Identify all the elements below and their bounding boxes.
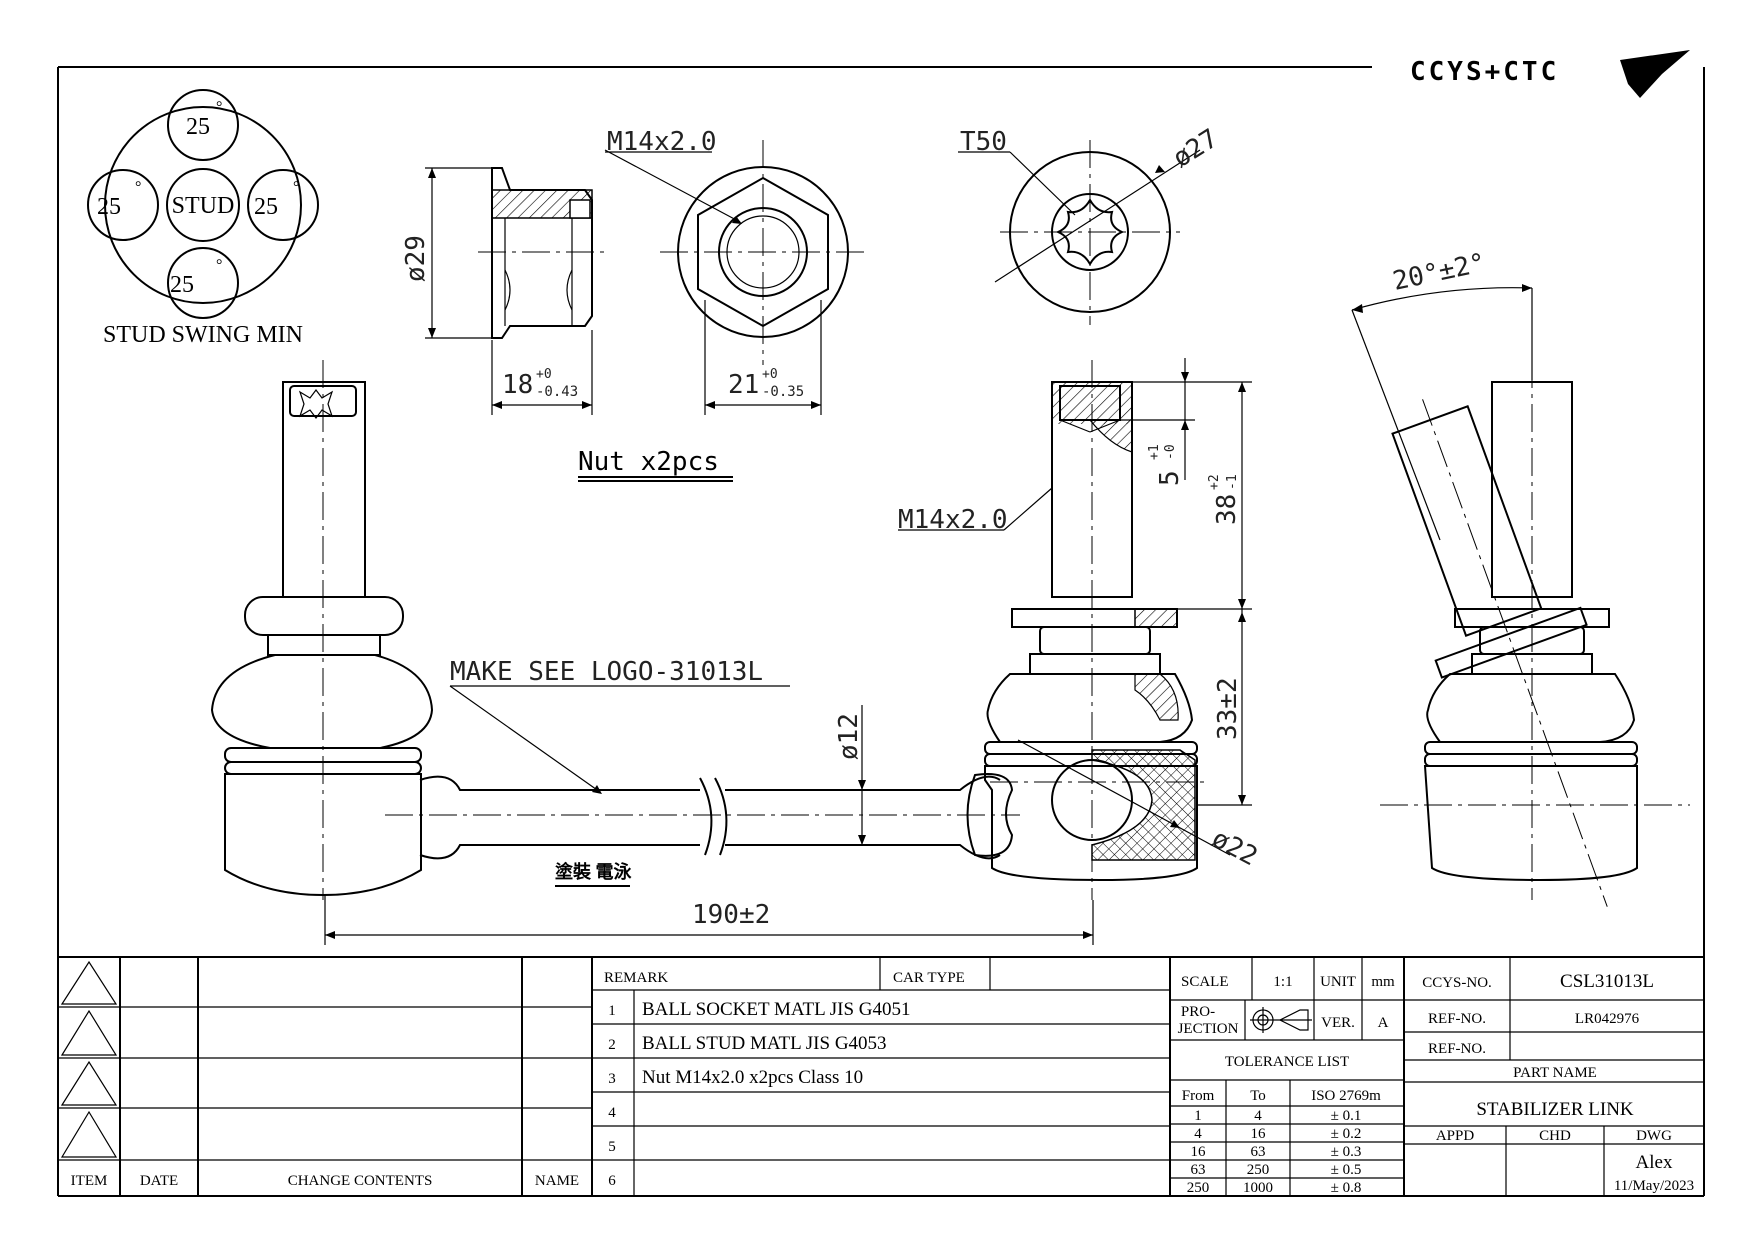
remark-text-3: Nut M14x2.0 x2pcs Class 10: [642, 1067, 863, 1088]
projection-label-2: JECTION: [1178, 1021, 1239, 1037]
nut-flat-tol-up: +0: [762, 367, 778, 382]
nut-width-tol-dn: -0.43: [536, 384, 578, 400]
tol-row-3-iso: ± 0.3: [1331, 1144, 1362, 1160]
nut-width-main: 18: [502, 370, 533, 400]
tol-header-iso: ISO 2769m: [1311, 1088, 1381, 1104]
nut-flat-main: 21: [728, 370, 759, 400]
tol-row-1-from: 1: [1194, 1108, 1202, 1124]
socket-depth-tol-dn: -0: [1163, 444, 1178, 460]
logo-text: CCYS+CTC: [1410, 57, 1559, 87]
tol-row-2-iso: ± 0.2: [1331, 1126, 1362, 1142]
tol-row-5-iso: ± 0.8: [1331, 1180, 1362, 1196]
remark-no-2: 2: [608, 1037, 616, 1053]
remark-no-3: 3: [608, 1071, 616, 1087]
ccys-no-label: CCYS-NO.: [1422, 975, 1492, 991]
torx-end-view: T50 ø27: [958, 124, 1224, 325]
ccys-no-value: CSL31013L: [1560, 971, 1654, 992]
tol-row-3-to: 63: [1251, 1144, 1266, 1160]
nut-width-tol-up: +0: [536, 367, 552, 382]
swing-value-top: 25: [186, 114, 210, 140]
projection-symbol-icon: [1250, 1007, 1312, 1033]
ball-diameter-label: ø22: [1207, 824, 1263, 873]
stud-length-main: 38: [1212, 494, 1242, 525]
remark-no-4: 4: [608, 1105, 616, 1121]
tol-row-3-from: 16: [1191, 1144, 1207, 1160]
tol-header-to: To: [1250, 1088, 1266, 1104]
stud-length-tol-dn: -1: [1225, 474, 1240, 490]
scale-value: 1:1: [1273, 974, 1292, 990]
swing-degree-top: °: [216, 99, 222, 116]
tol-row-4-from: 63: [1191, 1162, 1206, 1178]
tolerance-rows: 1 4 ± 0.1 4 16 ± 0.2 16 63 ± 0.3 63 250 …: [1187, 1108, 1362, 1196]
tol-row-2-to: 16: [1251, 1126, 1267, 1142]
drawing-date: 11/May/2023: [1614, 1178, 1694, 1194]
ref-no-label: REF-NO.: [1428, 1011, 1486, 1027]
tol-row-2-from: 4: [1194, 1126, 1202, 1142]
stud-length-tol-up: +2: [1207, 474, 1222, 490]
nut-front-view: M14x2.0 21 +0 -0.35 Nut x2pcs: [578, 127, 866, 482]
part-name-label: PART NAME: [1513, 1065, 1597, 1081]
tol-row-4-iso: ± 0.5: [1331, 1162, 1362, 1178]
rev-header-item: ITEM: [71, 1173, 108, 1189]
company-logo: CCYS+CTC: [1410, 50, 1690, 98]
remark-no-5: 5: [608, 1139, 616, 1155]
length-label: 190±2: [692, 900, 770, 930]
tol-header-from: From: [1182, 1088, 1215, 1104]
nut-caption: Nut x2pcs: [578, 447, 719, 477]
rev-header-change: CHANGE CONTENTS: [288, 1173, 433, 1189]
socket-depth-tol-up: +1: [1147, 444, 1162, 460]
car-type-label: CAR TYPE: [893, 970, 965, 986]
sheet-border: [57, 66, 1705, 1197]
projection-label-1: PRO-: [1181, 1004, 1215, 1020]
unit-label: UNIT: [1320, 974, 1356, 990]
part-name-value: STABILIZER LINK: [1476, 1099, 1634, 1120]
remark-title: REMARK: [604, 970, 668, 986]
swing-value-right: 25: [254, 194, 278, 220]
swing-value-left: 25: [97, 194, 121, 220]
height-label: 33±2: [1213, 677, 1243, 740]
torx-diameter-label: ø27: [1168, 124, 1224, 174]
coating-note: 塗裝 電泳: [555, 861, 632, 882]
make-note: MAKE SEE LOGO-31013L: [450, 657, 763, 687]
tol-row-5-from: 250: [1187, 1180, 1210, 1196]
swing-angle-view: 20°±2°: [1351, 248, 1690, 907]
logo-mark-icon: [1620, 50, 1690, 98]
rev-header-date: DATE: [140, 1173, 178, 1189]
tol-row-1-to: 4: [1254, 1108, 1262, 1124]
ver-label: VER.: [1321, 1015, 1355, 1031]
chd-label: CHD: [1539, 1128, 1571, 1144]
stud-swing-diagram: STUD 25 ° 25 ° 25 ° 25 ° STUD SWING MIN: [87, 89, 319, 348]
swing-degree-right: °: [293, 179, 299, 196]
tol-row-1-iso: ± 0.1: [1331, 1108, 1362, 1124]
rev-header-name: NAME: [535, 1173, 579, 1189]
remark-no-6: 6: [608, 1173, 616, 1189]
nut-flat-tol-dn: -0.35: [762, 384, 804, 400]
link-main-view: ø12 MAKE SEE LOGO-31013L 塗裝 電泳 190±2: [210, 358, 1263, 945]
remark-no-1: 1: [608, 1003, 616, 1019]
dwg-label: DWG: [1636, 1128, 1672, 1144]
remark-text-2: BALL STUD MATL JIS G4053: [642, 1033, 887, 1054]
title-block: ITEM DATE CHANGE CONTENTS NAME REMARK CA…: [58, 956, 1704, 1196]
nut-diameter-label: ø29: [401, 235, 431, 282]
nut-side-view: ø29 18 +0 -0.43: [401, 167, 605, 415]
swing-caption: STUD SWING MIN: [103, 322, 303, 348]
tolerance-title: TOLERANCE LIST: [1225, 1054, 1349, 1070]
swing-degree-left: °: [135, 179, 141, 196]
appd-label: APPD: [1436, 1128, 1475, 1144]
tol-row-5-to: 1000: [1243, 1180, 1273, 1196]
unit-value: mm: [1371, 974, 1395, 990]
ref-no-value: LR042976: [1575, 1011, 1640, 1027]
ref-no2-label: REF-NO.: [1428, 1041, 1486, 1057]
scale-label: SCALE: [1181, 974, 1229, 990]
socket-depth-main: 5: [1155, 470, 1185, 486]
drawer-name: Alex: [1636, 1152, 1673, 1173]
swing-degree-bottom: °: [216, 257, 222, 274]
rod-diameter-label: ø12: [834, 713, 864, 760]
tol-row-4-to: 250: [1247, 1162, 1270, 1178]
swing-value-bottom: 25: [170, 272, 194, 298]
swing-center-label: STUD: [172, 193, 235, 219]
remark-text-1: BALL SOCKET MATL JIS G4051: [642, 999, 910, 1020]
ver-value: A: [1378, 1015, 1389, 1031]
